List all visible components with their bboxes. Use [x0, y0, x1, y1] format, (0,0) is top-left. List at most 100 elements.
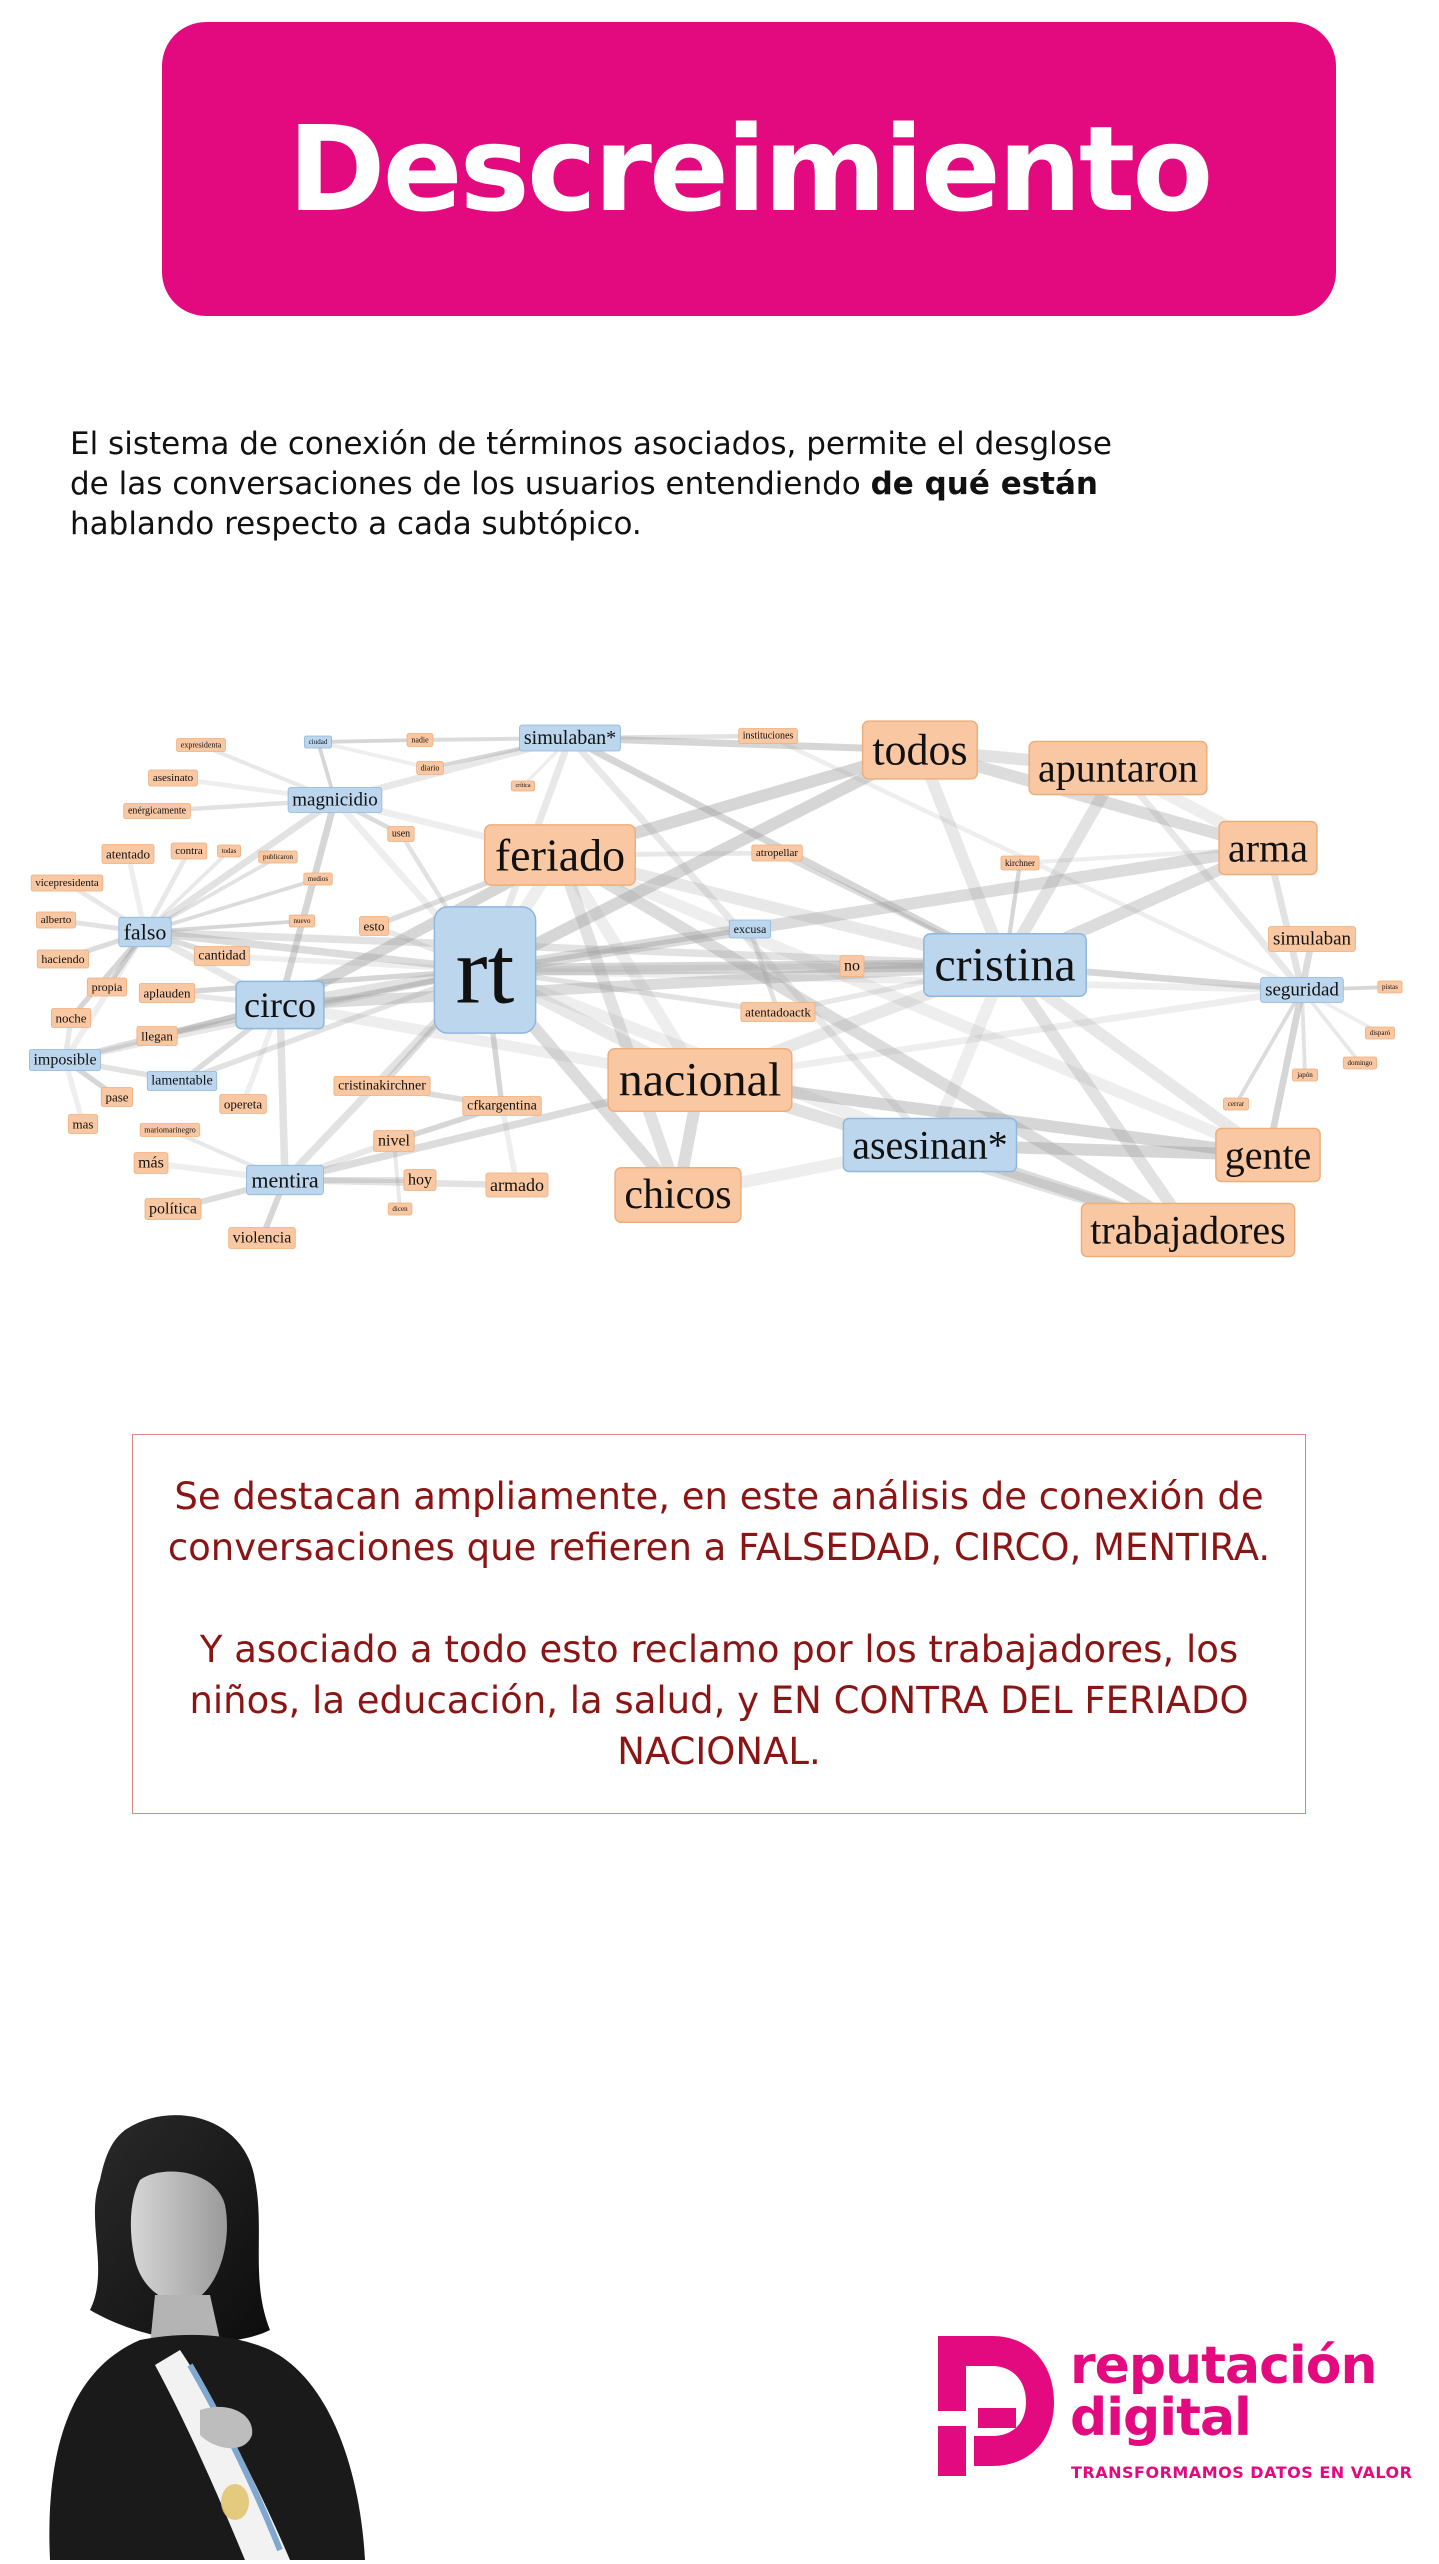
- network-node-box-nadie: [406, 733, 434, 747]
- network-node-label-critica: crítica: [516, 783, 531, 789]
- network-node-no: no: [839, 955, 865, 977]
- network-edge-rt-no: [482, 963, 855, 973]
- network-node-box-violencia: [228, 1227, 296, 1249]
- network-node-label-gente: gente: [1225, 1133, 1312, 1178]
- network-node-box-simulaban: [1268, 926, 1356, 952]
- network-edge-rt-arma: [479, 842, 1274, 976]
- network-node-energicamente: enérgicamente: [123, 803, 191, 819]
- network-node-box-energicamente: [123, 803, 191, 819]
- network-node-kirchner: kirchner: [1000, 855, 1040, 871]
- network-node-box-simulaban_star: [519, 724, 621, 752]
- network-node-box-rt: [433, 906, 537, 1034]
- summary-box: Se destacan ampliamente, en este análisi…: [132, 1434, 1306, 1814]
- network-node-label-cristina: cristina: [934, 939, 1075, 992]
- network-node-simulaban: simulaban: [1268, 926, 1356, 952]
- network-node-label-mentira: mentira: [251, 1168, 318, 1193]
- network-edge-asesinan-simulaban_star: [566, 734, 934, 1149]
- network-edge-seguridad-gente: [1264, 986, 1306, 1159]
- network-node-label-simulaban: simulaban: [1273, 929, 1352, 950]
- network-node-label-pase: pase: [105, 1090, 128, 1105]
- network-node-label-domingo: domingo: [1348, 1059, 1373, 1067]
- network-node-arma: arma: [1218, 820, 1318, 876]
- network-node-opereta: opereta: [219, 1094, 267, 1114]
- network-node-box-nuevo: [288, 914, 316, 928]
- network-node-label-esto: esto: [364, 919, 385, 934]
- network-node-label-nadie: nadie: [411, 736, 429, 745]
- network-node-esto: esto: [359, 916, 389, 936]
- network-node-box-publicaron: [258, 850, 298, 864]
- intro-line-3: hablando respecto a cada subtópico.: [70, 506, 642, 542]
- brand-word-digital: digital: [1070, 2388, 1252, 2448]
- network-node-propia: propia: [86, 977, 128, 997]
- network-node-label-cerrar: cerrar: [1228, 1100, 1245, 1108]
- network-edge-cristina-trabajadores: [999, 959, 1194, 1236]
- brand-word-reputacion: reputación: [1070, 2336, 1377, 2396]
- network-node-asesinan: asesinan*: [842, 1117, 1018, 1173]
- network-node-box-no: [839, 955, 865, 977]
- network-node-label-contra: contra: [175, 845, 203, 857]
- network-node-cantidad: cantidad: [193, 946, 251, 966]
- network-node-box-propia: [86, 977, 128, 997]
- network-node-vicepresidenta: vicepresidenta: [30, 874, 104, 892]
- network-node-violencia: violencia: [228, 1227, 296, 1249]
- network-node-label-atentadoactk: atentadoactk: [745, 1005, 811, 1020]
- portrait-photo: [30, 2110, 390, 2560]
- network-node-label-publicaron: publicaron: [263, 853, 293, 861]
- network-node-mentira: mentira: [245, 1164, 324, 1196]
- network-node-label-propia: propia: [92, 980, 123, 994]
- network-node-box-usen: [387, 826, 415, 842]
- network-edge-circo-magnicidio: [276, 796, 339, 1009]
- network-node-rt: rt: [433, 906, 537, 1034]
- network-node-llegan: llegan: [136, 1026, 178, 1046]
- network-node-label-dicen: dicen: [392, 1205, 408, 1213]
- network-node-politica: política: [144, 1198, 202, 1220]
- network-node-todas: todas: [217, 844, 242, 858]
- network-node-label-expresidenta: expresidenta: [181, 741, 222, 750]
- network-node-box-kirchner: [1000, 855, 1040, 871]
- network-node-box-domingo: [1342, 1056, 1378, 1070]
- network-node-box-nivel: [373, 1130, 415, 1152]
- network-edge-apuntaron-seguridad: [1114, 764, 1306, 994]
- summary-paragraph-1: Se destacan ampliamente, en este análisi…: [167, 1475, 1271, 1569]
- network-node-box-dicen: [387, 1202, 413, 1216]
- network-node-box-mas: [68, 1114, 98, 1134]
- network-node-publicaron: publicaron: [258, 850, 298, 864]
- network-node-label-mas: mas: [73, 1117, 94, 1132]
- network-node-falso: falso: [118, 916, 172, 948]
- network-node-box-pistas: [1377, 980, 1403, 994]
- network-node-label-trabajadores: trabajadores: [1090, 1208, 1285, 1253]
- network-node-box-esto: [359, 916, 389, 936]
- network-node-contra: contra: [170, 842, 208, 860]
- network-node-label-atropellar: atropellar: [756, 847, 798, 859]
- network-node-label-magnicidio: magnicidio: [292, 790, 377, 811]
- network-node-box-cfkargentina: [462, 1096, 542, 1116]
- network-node-label-no: no: [844, 958, 860, 975]
- network-node-box-vicepresidenta: [30, 874, 104, 892]
- network-node-label-disparo: disparó: [1370, 1029, 1391, 1037]
- network-edge-excusa-atentadoactk: [747, 926, 781, 1015]
- network-node-label-rt: rt: [456, 917, 515, 1024]
- network-node-label-cantidad: cantidad: [198, 949, 245, 964]
- network-node-mas_accent: más: [133, 1152, 169, 1174]
- network-edge-rt-cristina: [479, 959, 1011, 976]
- network-node-label-feriado: feriado: [495, 830, 625, 881]
- network-node-box-mentira: [245, 1164, 324, 1196]
- network-node-label-asesinato: asesinato: [153, 772, 194, 784]
- network-node-dicen: dicen: [387, 1202, 413, 1216]
- network-node-label-energicamente: enérgicamente: [128, 806, 187, 817]
- network-node-todos: todos: [861, 720, 979, 780]
- network-node-box-opereta: [219, 1094, 267, 1114]
- intro-line-2: de las conversaciones de los usuarios en…: [70, 464, 1250, 504]
- network-node-box-todas: [217, 844, 242, 858]
- title-banner: Descreimiento: [162, 22, 1336, 316]
- network-node-medios: medios: [303, 872, 333, 886]
- network-node-chicos: chicos: [614, 1167, 742, 1223]
- network-edge-rt-seguridad: [481, 966, 1306, 994]
- network-edge-feriado-trabajadores: [554, 849, 1194, 1236]
- network-node-box-contra: [170, 842, 208, 860]
- network-node-instituciones: instituciones: [738, 728, 798, 744]
- network-node-label-diario: diario: [421, 764, 440, 773]
- network-node-aplauden: aplauden: [138, 983, 196, 1003]
- network-node-box-trabajadores: [1080, 1202, 1296, 1258]
